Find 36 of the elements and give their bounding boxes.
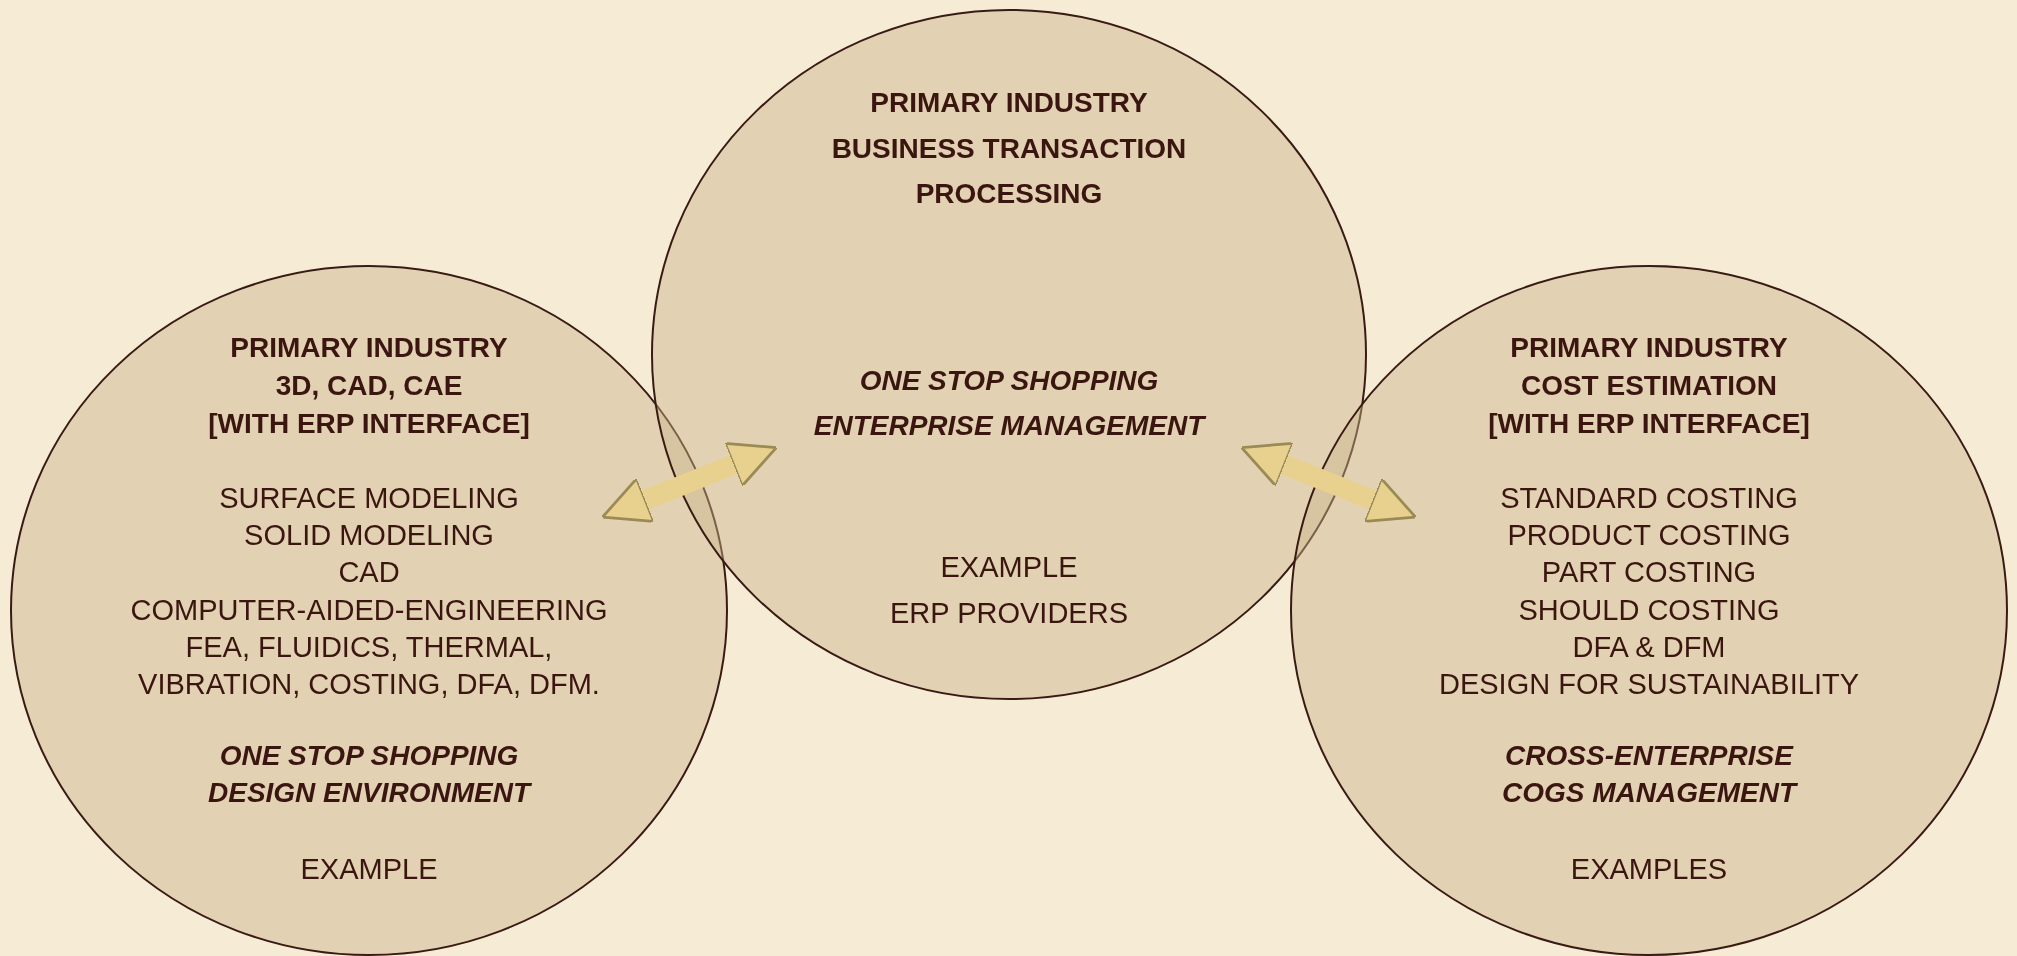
body-text: SHOULD COSTING: [1518, 593, 1780, 628]
heading-text: PRIMARY INDUSTRY: [1510, 331, 1788, 365]
heading-text: COST ESTIMATION: [1520, 369, 1778, 403]
body-text: EXAMPLE: [300, 852, 438, 887]
body-text: DFA & DFM: [1572, 630, 1726, 665]
body-text: SOLID MODELING: [244, 518, 494, 553]
heading-text: PRIMARY INDUSTRY: [870, 86, 1148, 120]
body-text: COMPUTER-AIDED-ENGINEERING: [130, 593, 608, 628]
body-text: VIBRATION, COSTING, DFA, DFM.: [138, 667, 600, 702]
heading-text: BUSINESS TRANSACTION: [831, 132, 1187, 166]
tagline-text: COGS MANAGEMENT: [1502, 776, 1796, 810]
ellipse-node: [651, 9, 1367, 700]
heading-text: [WITH ERP INTERFACE]: [1488, 407, 1810, 441]
body-text: FEA, FLUIDICS, THERMAL,: [185, 630, 553, 665]
heading-text: PROCESSING: [915, 177, 1103, 211]
body-text: STANDARD COSTING: [1500, 481, 1798, 516]
tagline-text: CROSS-ENTERPRISE: [1505, 739, 1793, 773]
heading-text: [WITH ERP INTERFACE]: [208, 407, 530, 441]
heading-text: PRIMARY INDUSTRY: [230, 331, 508, 365]
body-text: PART COSTING: [1541, 555, 1757, 590]
ellipse-node: [10, 265, 728, 956]
tagline-text: ONE STOP SHOPPING: [859, 364, 1159, 398]
double-arrow: [601, 441, 778, 523]
body-text: SURFACE MODELING: [219, 481, 519, 516]
tagline-text: ENTERPRISE MANAGEMENT: [813, 409, 1205, 443]
body-text: ERP PROVIDERS: [890, 596, 1128, 631]
body-text: CAD: [338, 555, 400, 590]
ellipse-node: [1290, 265, 2008, 956]
body-text: EXAMPLES: [1570, 852, 1728, 887]
body-text: DESIGN FOR SUSTAINABILITY: [1438, 667, 1859, 702]
tagline-text: ONE STOP SHOPPING: [219, 739, 519, 773]
body-text: PRODUCT COSTING: [1507, 518, 1791, 553]
double-arrow: [1240, 441, 1417, 523]
body-text: EXAMPLE: [940, 550, 1078, 585]
heading-text: 3D, CAD, CAE: [275, 369, 463, 403]
tagline-text: DESIGN ENVIRONMENT: [208, 776, 530, 810]
